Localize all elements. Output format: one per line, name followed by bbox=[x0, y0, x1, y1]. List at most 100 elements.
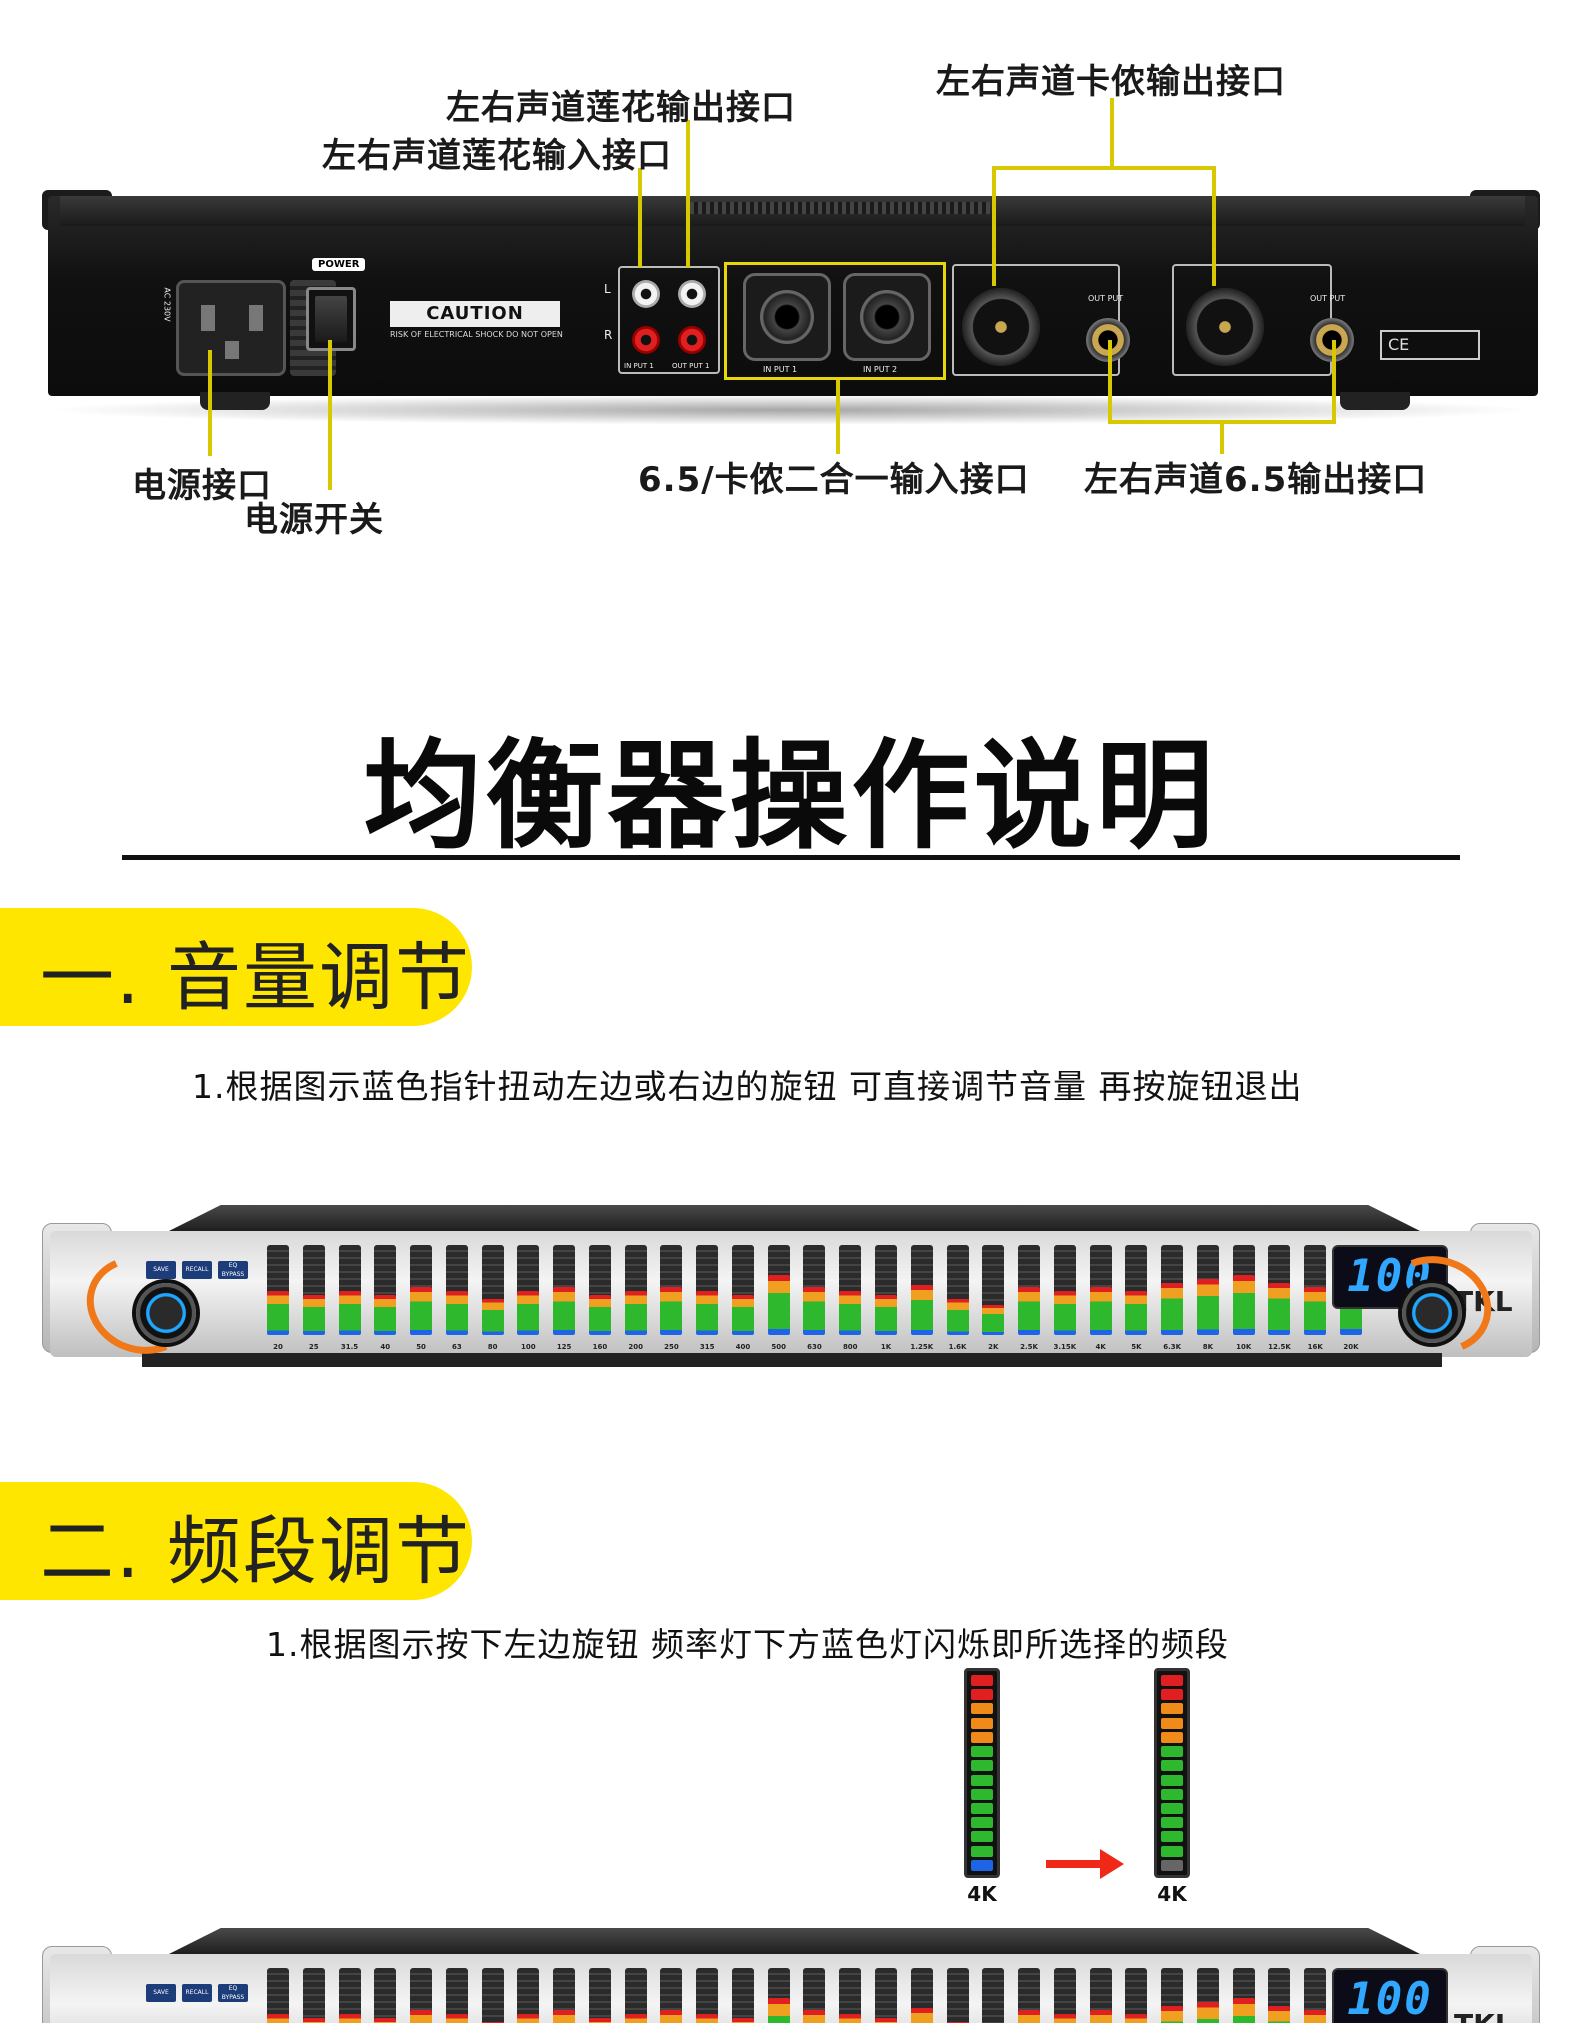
eq-band-6.3K[interactable] bbox=[1161, 1968, 1184, 2023]
right-control-knob[interactable] bbox=[1402, 1283, 1462, 1343]
callout-line-xlr-r bbox=[1212, 166, 1216, 286]
eq-band-25[interactable] bbox=[302, 1968, 325, 2023]
save-button-2[interactable]: SAVE bbox=[146, 1984, 176, 2002]
eq-band-100[interactable]: 100 bbox=[517, 1245, 540, 1351]
save-button[interactable]: SAVE bbox=[146, 1261, 176, 1279]
rca-output-right[interactable] bbox=[678, 326, 706, 354]
eq-band-80[interactable]: 80 bbox=[481, 1245, 504, 1351]
eq-band-40[interactable]: 40 bbox=[374, 1245, 397, 1351]
eq-band-125[interactable]: 125 bbox=[553, 1245, 576, 1351]
eq-band-12.5K[interactable] bbox=[1268, 1968, 1291, 2023]
eq-band-160[interactable] bbox=[588, 1968, 611, 2023]
eq-band-16K[interactable]: 16K bbox=[1304, 1245, 1327, 1351]
eq-band-level bbox=[1196, 2002, 1219, 2023]
rear-foot-left bbox=[200, 392, 270, 410]
eq-band-1K[interactable] bbox=[875, 1968, 898, 2023]
eq-band-50[interactable] bbox=[410, 1968, 433, 2023]
left-control-knob[interactable] bbox=[136, 1283, 196, 1343]
eq-band-1.6K[interactable] bbox=[946, 1968, 969, 2023]
eq-band-label: 63 bbox=[451, 1343, 462, 1351]
transition-arrow bbox=[1046, 1849, 1124, 1879]
eq-band-200[interactable]: 200 bbox=[624, 1245, 647, 1351]
eq-band-315[interactable] bbox=[696, 1968, 719, 2023]
eq-band-8K[interactable]: 8K bbox=[1196, 1245, 1219, 1351]
eq-band-label: 10K bbox=[1236, 1343, 1252, 1351]
eq-band-8K[interactable] bbox=[1196, 1968, 1219, 2023]
rca-input-left[interactable] bbox=[632, 280, 660, 308]
eq-bypass-button-2[interactable]: EQ BYPASS bbox=[218, 1984, 248, 2002]
eq-band-630[interactable] bbox=[803, 1968, 826, 2023]
eq-band-level bbox=[839, 2014, 862, 2023]
eq-band-label: 315 bbox=[699, 1343, 715, 1351]
eq-band-630[interactable]: 630 bbox=[803, 1245, 826, 1351]
combo-input-1[interactable] bbox=[743, 273, 831, 361]
section2-heading-banner: 二. 频段调节 bbox=[0, 1482, 472, 1600]
eq-band-1K[interactable]: 1K bbox=[875, 1245, 898, 1351]
eq-band-12.5K[interactable]: 12.5K bbox=[1268, 1245, 1291, 1351]
eq-band-6.3K[interactable]: 6.3K bbox=[1161, 1245, 1184, 1351]
eq-band-31.5[interactable] bbox=[338, 1968, 361, 2023]
eq-band-125[interactable] bbox=[553, 1968, 576, 2023]
recall-button[interactable]: RECALL bbox=[182, 1261, 212, 1279]
eq-band-3.15K[interactable]: 3.15K bbox=[1053, 1245, 1076, 1351]
eq-band-31.5[interactable]: 31.5 bbox=[338, 1245, 361, 1351]
eq-band-level bbox=[517, 2014, 540, 2023]
recall-button-2[interactable]: RECALL bbox=[182, 1984, 212, 2002]
eq-band-250[interactable] bbox=[660, 1968, 683, 2023]
eq-band-500[interactable]: 500 bbox=[767, 1245, 790, 1351]
eq-band-2K[interactable]: 2K bbox=[982, 1245, 1005, 1351]
eq-band-1.25K[interactable] bbox=[910, 1968, 933, 2023]
eq-band-400[interactable]: 400 bbox=[731, 1245, 754, 1351]
eq-band-4K[interactable]: 4K bbox=[1089, 1245, 1112, 1351]
eq-band-250[interactable]: 250 bbox=[660, 1245, 683, 1351]
eq-band-2.5K[interactable]: 2.5K bbox=[1018, 1245, 1041, 1351]
eq-band-3.15K[interactable] bbox=[1053, 1968, 1076, 2023]
eq-band-100[interactable] bbox=[517, 1968, 540, 2023]
eq-band-63[interactable]: 63 bbox=[445, 1245, 468, 1351]
eq-band-800[interactable] bbox=[839, 1968, 862, 2023]
eq-band-20[interactable]: 20 bbox=[267, 1245, 289, 1351]
eq-band-2K[interactable] bbox=[982, 1968, 1005, 2023]
power-label: POWER bbox=[312, 258, 366, 271]
eq-band-200[interactable] bbox=[624, 1968, 647, 2023]
eq-band-5K[interactable] bbox=[1125, 1968, 1148, 2023]
eq-band-level bbox=[910, 2008, 933, 2023]
eq-band-500[interactable] bbox=[767, 1968, 790, 2023]
xlr-output-2[interactable] bbox=[1186, 288, 1264, 366]
eq-band-4K[interactable] bbox=[1089, 1968, 1112, 2023]
meter-segment bbox=[1161, 1703, 1183, 1715]
meter-segment bbox=[971, 1760, 993, 1772]
eq-band-10K[interactable] bbox=[1232, 1968, 1255, 2023]
eq-band-16K[interactable] bbox=[1304, 1968, 1327, 2023]
eq-band-800[interactable]: 800 bbox=[839, 1245, 862, 1351]
eq-band-level bbox=[374, 1295, 397, 1335]
eq-band-level bbox=[588, 1295, 611, 1335]
eq-band-50[interactable]: 50 bbox=[410, 1245, 433, 1351]
eq-band-2.5K[interactable] bbox=[1018, 1968, 1041, 2023]
eq-band-400[interactable] bbox=[731, 1968, 754, 2023]
eq-bypass-button[interactable]: EQ BYPASS bbox=[218, 1261, 248, 1279]
eq-band-1.25K[interactable]: 1.25K bbox=[910, 1245, 933, 1351]
meter-segment bbox=[1161, 1689, 1183, 1701]
eq-band-1.6K[interactable]: 1.6K bbox=[946, 1245, 969, 1351]
eq-band-160[interactable]: 160 bbox=[588, 1245, 611, 1351]
combo-input-2[interactable] bbox=[843, 273, 931, 361]
eq-band-25[interactable]: 25 bbox=[302, 1245, 325, 1351]
eq-band-5K[interactable]: 5K bbox=[1125, 1245, 1148, 1351]
rca-input-right[interactable] bbox=[632, 326, 660, 354]
eq-band-20[interactable] bbox=[267, 1968, 289, 2023]
eq-band-63[interactable] bbox=[445, 1968, 468, 2023]
meter-segment bbox=[971, 1802, 993, 1814]
eq-band-10K[interactable]: 10K bbox=[1232, 1245, 1255, 1351]
xlr-output-1[interactable] bbox=[962, 288, 1040, 366]
rca-output-left[interactable] bbox=[678, 280, 706, 308]
eq-band-level bbox=[982, 1305, 1005, 1335]
eq-band-80[interactable] bbox=[481, 1968, 504, 2023]
eq-band-label: 2K bbox=[988, 1343, 999, 1351]
power-socket[interactable] bbox=[176, 280, 286, 376]
output-2-label: OUT PUT bbox=[1310, 294, 1346, 303]
band-meter-after bbox=[1154, 1668, 1190, 1878]
eq-band-315[interactable]: 315 bbox=[696, 1245, 719, 1351]
eq-band-40[interactable] bbox=[374, 1968, 397, 2023]
eq-band-level bbox=[731, 2018, 754, 2023]
